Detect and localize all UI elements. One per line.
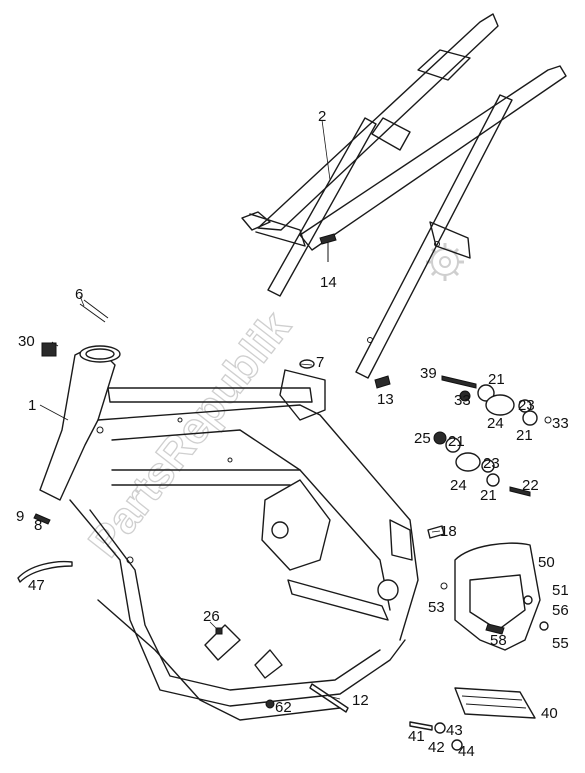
callout-41: 41 [408,728,425,745]
grommet-24a [485,394,515,416]
callout-labels: 1 2 6 7 8 9 12 13 14 18 21 21 21 21 22 2… [16,108,569,760]
leader-lines [39,119,441,700]
callout-56: 56 [552,602,569,619]
callout-23a: 23 [518,397,535,414]
callout-24b: 24 [450,477,467,494]
callout-22: 22 [522,477,539,494]
callout-39: 39 [420,365,437,382]
callout-12: 12 [352,692,369,709]
washer-53 [440,582,448,590]
bush-21a [477,384,495,402]
pin-41 [409,721,433,731]
callout-55: 55 [552,635,569,652]
bracket-18 [427,525,445,539]
callout-42: 42 [428,739,445,756]
nut-62 [265,699,275,709]
bolt-22 [509,486,531,497]
callout-43: 43 [446,722,463,739]
bush-23a [518,399,532,413]
callout-23b: 23 [483,455,500,472]
nut-25 [433,431,447,445]
hose-47 [17,560,73,583]
main-frame [39,345,419,721]
nut-33b [544,416,552,424]
bolt-14 [319,233,337,262]
axle-12 [309,683,349,713]
callout-18: 18 [440,523,457,540]
subframe [241,13,567,379]
screw-6 [79,299,109,323]
callout-25: 25 [414,430,431,447]
callout-8: 8 [34,517,42,534]
callout-33b: 33 [552,415,569,432]
callout-30: 30 [18,333,35,350]
heel-guard-50 [454,542,541,651]
callout-1: 1 [28,397,36,414]
callout-26: 26 [203,608,220,625]
callout-51: 51 [552,582,569,599]
footpeg-40 [454,687,536,719]
bolt-39 [441,375,477,389]
callout-2: 2 [318,108,326,125]
callout-53: 53 [428,599,445,616]
bush-21d [486,473,500,487]
callout-21d: 21 [480,487,497,504]
bush-23b [481,459,495,473]
grommet-24b [455,452,481,472]
bolt-58 [485,623,505,635]
callout-13: 13 [377,391,394,408]
nut-33a [459,390,471,402]
callout-33a: 33 [454,392,471,409]
spring-43 [434,722,446,734]
callout-9: 9 [16,508,24,525]
callout-62: 62 [275,699,292,716]
callout-21b: 21 [516,427,533,444]
washer-51 [523,595,533,605]
bush-21b [522,410,538,426]
washer-55 [539,621,549,631]
plug-30 [41,342,57,357]
washer-44 [451,739,463,751]
callout-44: 44 [458,743,475,760]
small-parts [17,233,552,751]
callout-7: 7 [316,354,324,371]
callout-58: 58 [490,632,507,649]
callout-40: 40 [541,705,558,722]
callout-50: 50 [538,554,555,571]
callout-24a: 24 [487,415,504,432]
callout-14: 14 [320,274,337,291]
callout-47: 47 [28,577,45,594]
callout-21c: 21 [448,433,465,450]
bolt-13 [374,375,391,389]
bush-21c [445,437,461,453]
bolt-9-8 [33,513,51,525]
callout-6: 6 [75,286,83,303]
callout-21a: 21 [488,371,505,388]
